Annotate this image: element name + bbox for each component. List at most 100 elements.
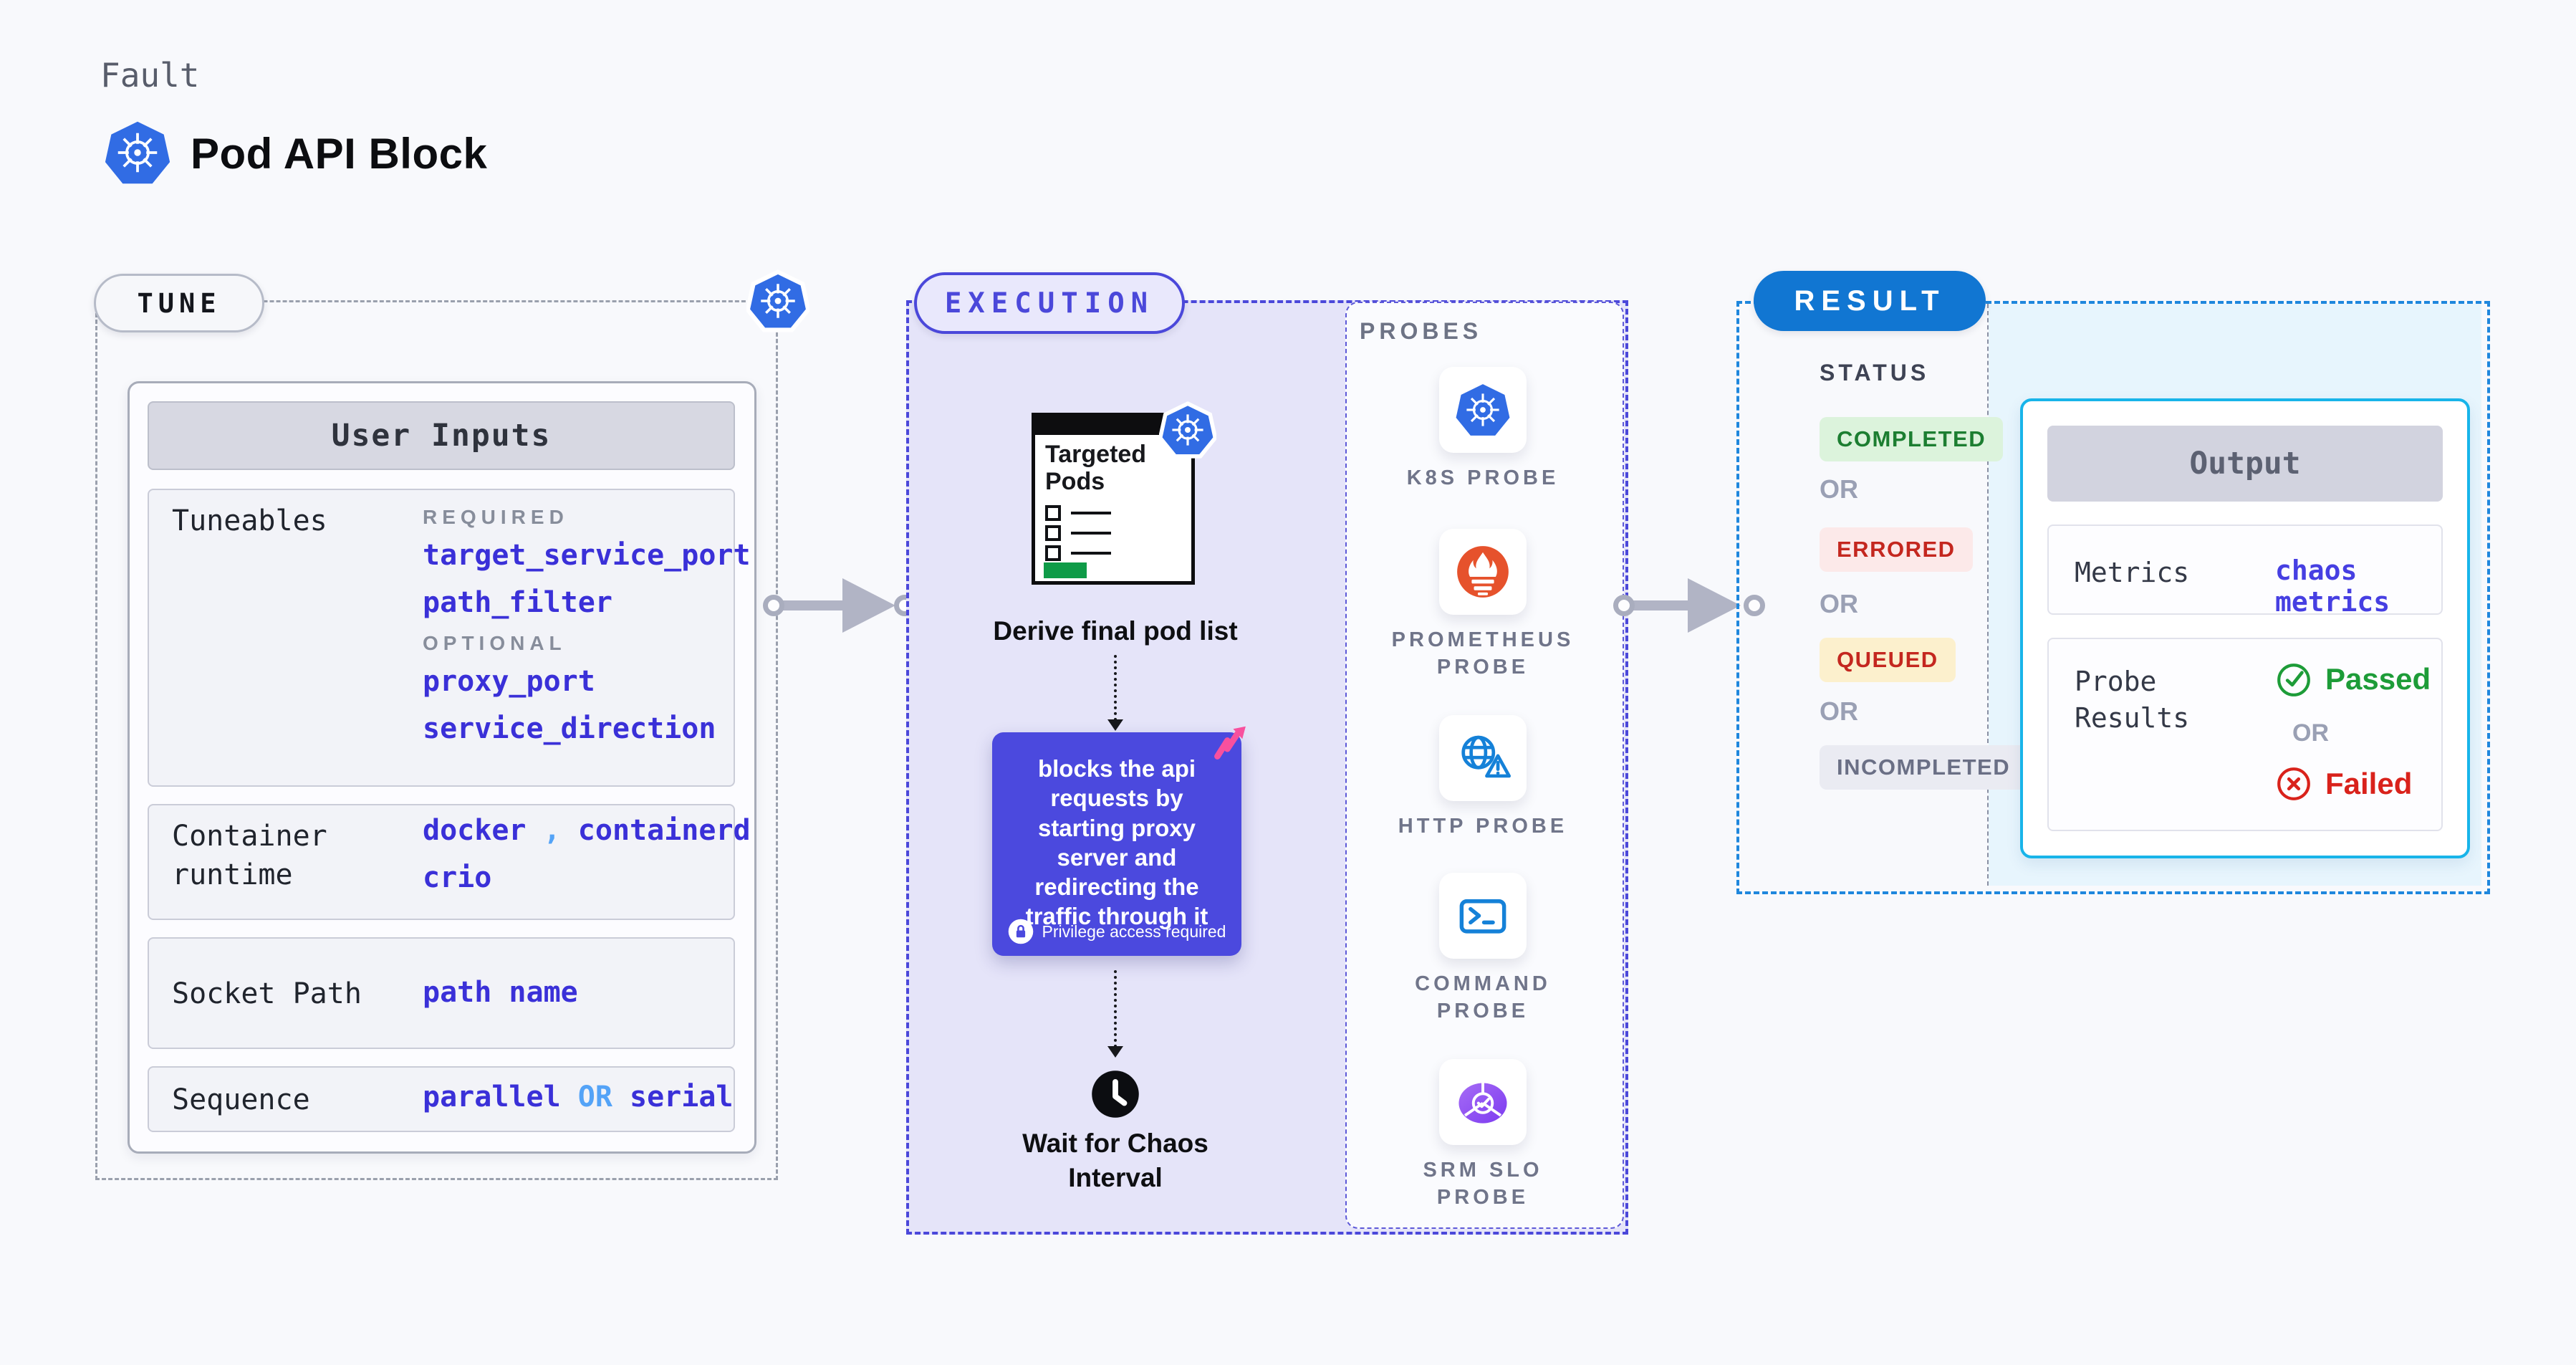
privilege-note: Privilege access required [992,919,1241,944]
or-label: OR [2292,719,2329,747]
sequence-label: Sequence [172,1083,310,1116]
x-circle-icon [2275,765,2312,803]
tuneable-service-direction[interactable]: service_direction [423,712,716,745]
chaos-metrics-link[interactable]: chaos metrics [2275,555,2390,618]
tuneables-label: Tuneables [172,504,327,537]
execution-badge: EXECUTION [914,272,1185,334]
probes-title: PROBES [1360,318,1483,344]
probe-label: PROMETHEUS PROBE [1391,628,1575,679]
connector-node [763,595,784,616]
result-badge: RESULT [1754,271,1986,331]
sequence-values: parallel OR serial [423,1081,734,1113]
lock-icon [1008,919,1034,944]
status-badge-queued: QUEUED [1820,638,1956,682]
kubernetes-icon [746,269,809,332]
checkbox-icon [1045,525,1061,541]
or-label: OR [1820,696,1858,726]
tuneable-target-service-port[interactable]: target_service_port [423,539,751,572]
flow-dotted-line [1114,655,1117,721]
tune-badge: TUNE [94,274,264,332]
status-title: STATUS [1820,360,1930,385]
window-body: Targeted Pods [1032,431,1195,585]
connector-line [1632,600,1693,610]
srm-slo-icon [1455,1074,1511,1130]
sequence-serial[interactable]: serial [630,1081,734,1113]
probe-label: K8S PROBE [1406,466,1559,489]
connector-arrowhead [842,578,895,633]
list-line [1071,552,1111,555]
checkbox-icon [1045,545,1061,561]
runtime-comma: , [543,814,561,847]
targeted-pods-title: Targeted Pods [1045,441,1147,496]
kubernetes-icon [1159,401,1216,459]
connector-node [1744,595,1765,616]
output-card: Output Metrics chaos metrics Probe Resul… [2020,398,2470,858]
tuneable-path-filter[interactable]: path_filter [423,586,612,619]
result-divider [1987,304,1989,886]
connector-node [1613,595,1635,616]
failed-line: Failed [2275,765,2412,803]
clock-icon [1087,1066,1143,1122]
privilege-note-text: Privilege access required [1042,921,1226,941]
flow-dotted-line [1114,970,1117,1048]
runtime-crio[interactable]: crio [423,861,492,894]
or-label: OR [1820,474,1858,504]
failed-label: Failed [2325,767,2413,800]
connector-arrowhead [1688,578,1741,633]
list-line [1071,532,1111,535]
probe-card-command [1439,873,1527,959]
kubernetes-icon [104,119,171,186]
container-runtime-label: Container runtime [172,820,327,891]
connector-line [781,600,847,610]
probe-results-label: Probe Results [2075,666,2190,734]
container-runtime-row [148,804,735,920]
passed-line: Passed [2275,661,2431,698]
wait-chaos-interval-label: Wait for Chaos Interval [1022,1129,1208,1193]
sequence-or: OR [577,1081,612,1113]
fault-kicker: Fault [100,56,200,95]
socket-path-value[interactable]: path name [423,976,578,1009]
runtime-values-line1: docker , containerd [423,814,751,847]
probe-results-row: Probe Results Passed OR Failed [2047,638,2443,831]
runtime-containerd[interactable]: containerd [577,814,751,847]
checkbox-icon [1045,505,1061,521]
sequence-parallel[interactable]: parallel [423,1081,561,1113]
progress-bar [1044,562,1087,578]
socket-path-label: Socket Path [172,977,362,1010]
fault-action-text: blocks the api requests by starting prox… [1025,755,1208,930]
fault-action-card: blocks the api requests by starting prox… [992,732,1241,956]
globe-warning-icon [1455,730,1511,786]
tune-zone [95,300,778,1180]
sequence-row [148,1066,735,1132]
socket-path-row [148,937,735,1049]
passed-label: Passed [2325,662,2431,696]
page-title: Pod API Block [191,130,488,178]
probe-label: SRM SLO PROBE [1423,1159,1543,1210]
output-title: Output [2047,426,2443,502]
check-circle-icon [2275,661,2312,698]
prometheus-icon [1455,544,1511,600]
user-inputs-title: User Inputs [148,401,735,470]
pod-list-item [1045,545,1111,561]
pod-list-item [1045,525,1111,541]
probe-label: COMMAND PROBE [1415,972,1551,1023]
pod-list-item [1045,505,1111,521]
or-label: OR [1820,589,1858,618]
terminal-icon [1455,888,1511,944]
probe-card-k8s [1439,367,1527,453]
list-line [1071,512,1111,514]
metrics-label: Metrics [2075,557,2190,588]
probe-label: HTTP PROBE [1398,815,1568,838]
probe-card-http [1439,715,1527,801]
required-label: REQUIRED [423,506,569,528]
status-badge-completed: COMPLETED [1820,417,2004,461]
flow-arrowhead [1107,1046,1123,1058]
probe-card-srm-slo [1439,1059,1527,1145]
result-zone [1736,301,2490,894]
derive-pod-list-label: Derive final pod list [993,616,1238,646]
tuneable-proxy-port[interactable]: proxy_port [423,665,595,698]
optional-label: OPTIONAL [423,632,567,654]
runtime-docker[interactable]: docker [423,814,527,847]
flow-arrowhead [1107,719,1123,731]
